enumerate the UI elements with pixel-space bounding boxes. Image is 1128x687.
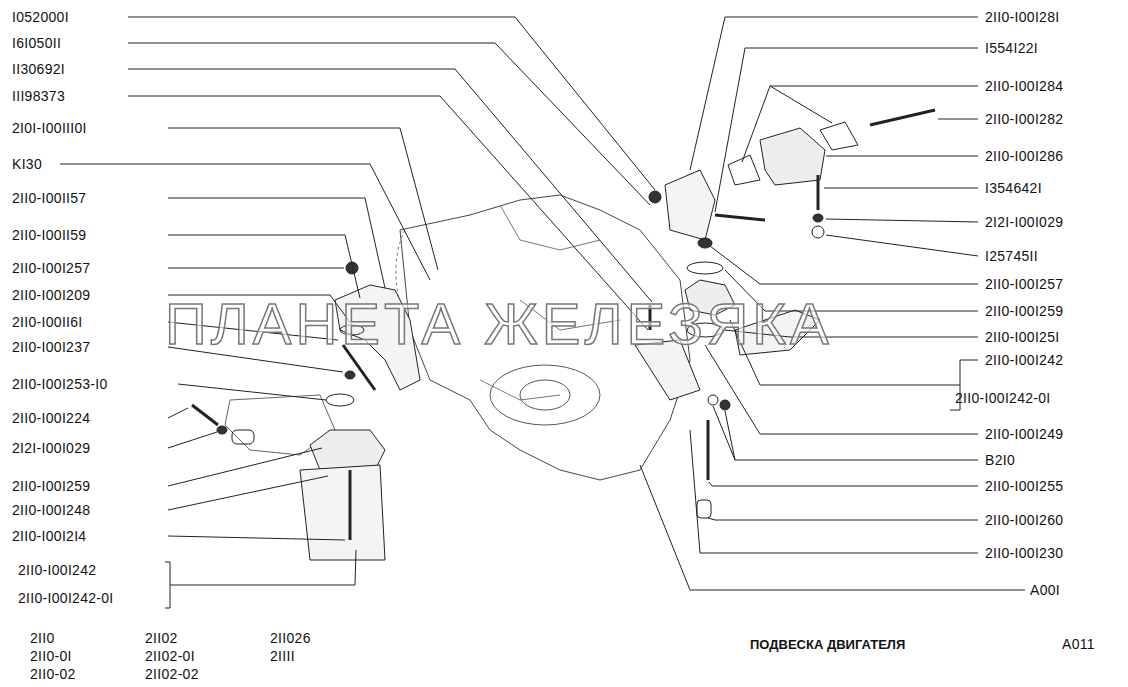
part-number: 2II0-I00I257 [12, 260, 90, 276]
part-number: A00I [1030, 582, 1060, 598]
part-number: 2II0-I00I242-0I [955, 390, 1051, 406]
model-number: 2II026 [270, 630, 311, 646]
model-number: A011 [1062, 636, 1095, 652]
part-number: 2II0-I00I249 [985, 426, 1063, 442]
part-number: II30692I [12, 61, 65, 77]
part-number: 2II0-I00I260 [985, 512, 1063, 528]
diagram-title: ПОДВЕСКА ДВИГАТЕЛЯ [750, 637, 905, 652]
part-number: 2I2I-I00I029 [985, 214, 1063, 230]
part-number: 2II0-I00I242 [18, 562, 96, 578]
model-number: 2IIII [270, 648, 295, 664]
part-number: 2II0-I00I286 [985, 148, 1063, 164]
part-number: 2II0-I00I25I [985, 329, 1059, 345]
part-number: 2I0I-I00III0I [12, 120, 87, 136]
part-number: 2II0-I00I28I [985, 9, 1059, 25]
watermark: ПЛАНЕТА ЖЕЛЕЗЯКА [165, 290, 833, 357]
part-number: 2II0-I00II59 [12, 227, 86, 243]
model-number: 2II0-02 [30, 666, 76, 682]
part-number: 2II0-I00I259 [12, 478, 90, 494]
part-number: B2I0 [985, 452, 1015, 468]
part-number: 2II0-I00I237 [12, 339, 90, 355]
model-number: 2II0 [30, 630, 55, 646]
part-number: 2II0-I00I224 [12, 410, 90, 426]
part-number: 2II0-I00I242 [985, 352, 1063, 368]
part-number: I052000I [12, 9, 69, 25]
part-number: KI30 [12, 156, 42, 172]
model-number: 2II02-0I [145, 648, 195, 664]
part-number: 2II0-I00I209 [12, 287, 90, 303]
model-number: 2II02-02 [145, 666, 199, 682]
part-number: 2II0-I00I253-I0 [12, 376, 108, 392]
model-number: 2II0-0I [30, 648, 72, 664]
part-number: 2II0-I00I2I4 [12, 528, 86, 544]
part-number: 2I2I-I00I029 [12, 440, 90, 456]
part-number: 2II0-I00I259 [985, 303, 1063, 319]
part-number: I6I050II [12, 35, 61, 51]
part-number: 2II0-I00I230 [985, 545, 1063, 561]
part-number: 2II0-I00I255 [985, 478, 1063, 494]
part-number: III98373 [12, 88, 65, 104]
part-number: 2II0-I00I284 [985, 78, 1063, 94]
part-number: I354642I [985, 180, 1042, 196]
part-number: 2II0-I00I257 [985, 276, 1063, 292]
part-number: I554I22I [985, 40, 1038, 56]
part-number: 2II0-I00I242-0I [18, 590, 114, 606]
part-number: 2II0-I00I248 [12, 502, 90, 518]
part-number: I25745II [985, 248, 1038, 264]
part-number: 2II0-I00I282 [985, 111, 1063, 127]
model-number: 2II02 [145, 630, 178, 646]
part-number: 2II0-I00II6I [12, 314, 83, 330]
part-number: 2II0-I00II57 [12, 190, 86, 206]
